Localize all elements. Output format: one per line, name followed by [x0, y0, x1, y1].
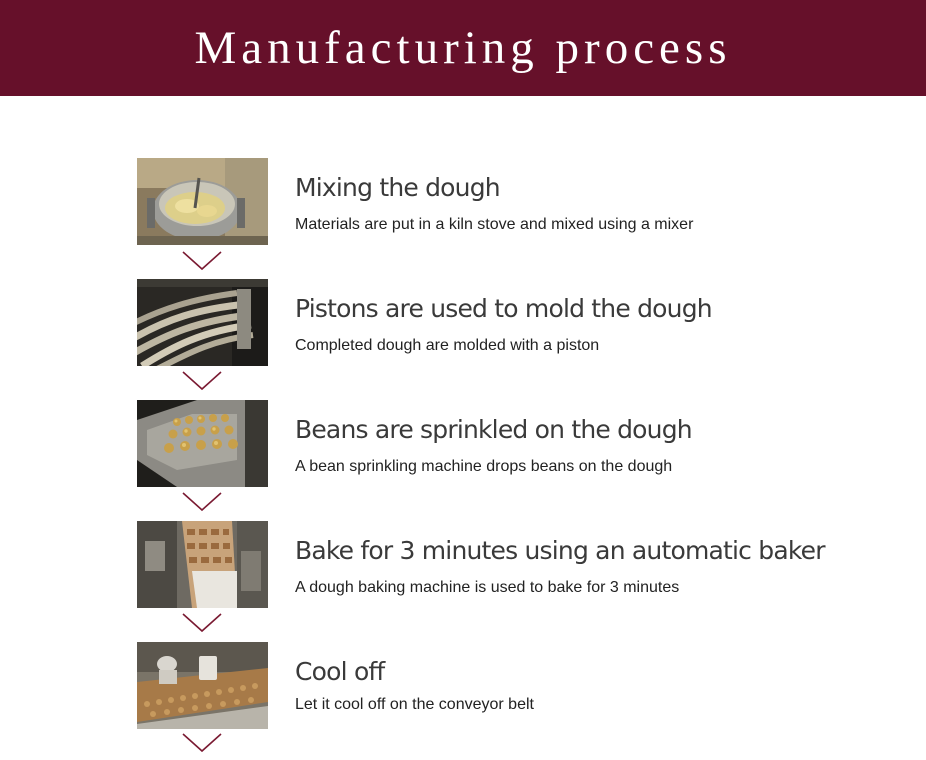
- conveyor-belt-photo: [137, 642, 268, 729]
- step-title: Bake for 3 minutes using an automatic ba…: [295, 536, 826, 565]
- step-title: Cool off: [295, 657, 385, 686]
- page-header: Manufacturing process: [0, 0, 926, 96]
- step-description: Completed dough are molded with a piston: [295, 337, 600, 354]
- step-description: A bean sprinkling machine drops beans on…: [295, 458, 673, 475]
- chevron-down-icon: [182, 371, 222, 391]
- step-title: Pistons are used to mold the dough: [295, 294, 713, 323]
- process-step-mixing: Mixing the dough Materials are put in a …: [137, 158, 837, 245]
- bean-sprinkler-photo: [137, 400, 268, 487]
- step-description: Materials are put in a kiln stove and mi…: [295, 216, 694, 233]
- process-step-sprinkling: Beans are sprinkled on the dough A bean …: [137, 400, 837, 487]
- chevron-down-icon: [182, 492, 222, 512]
- step-title: Mixing the dough: [295, 173, 501, 202]
- step-title: Beans are sprinkled on the dough: [295, 415, 693, 444]
- process-step-cooling: Cool off Let it cool off on the conveyor…: [137, 642, 837, 729]
- chevron-down-icon: [182, 251, 222, 271]
- process-step-baking: Bake for 3 minutes using an automatic ba…: [137, 521, 837, 608]
- dough-mixer-photo: [137, 158, 268, 245]
- page-title: Manufacturing process: [194, 21, 732, 74]
- automatic-baker-photo: [137, 521, 268, 608]
- process-step-molding: Pistons are used to mold the dough Compl…: [137, 279, 837, 366]
- chevron-down-icon: [182, 733, 222, 753]
- step-description: A dough baking machine is used to bake f…: [295, 579, 680, 596]
- piston-hoses-photo: [137, 279, 268, 366]
- chevron-down-icon: [182, 613, 222, 633]
- step-description: Let it cool off on the conveyor belt: [295, 696, 534, 713]
